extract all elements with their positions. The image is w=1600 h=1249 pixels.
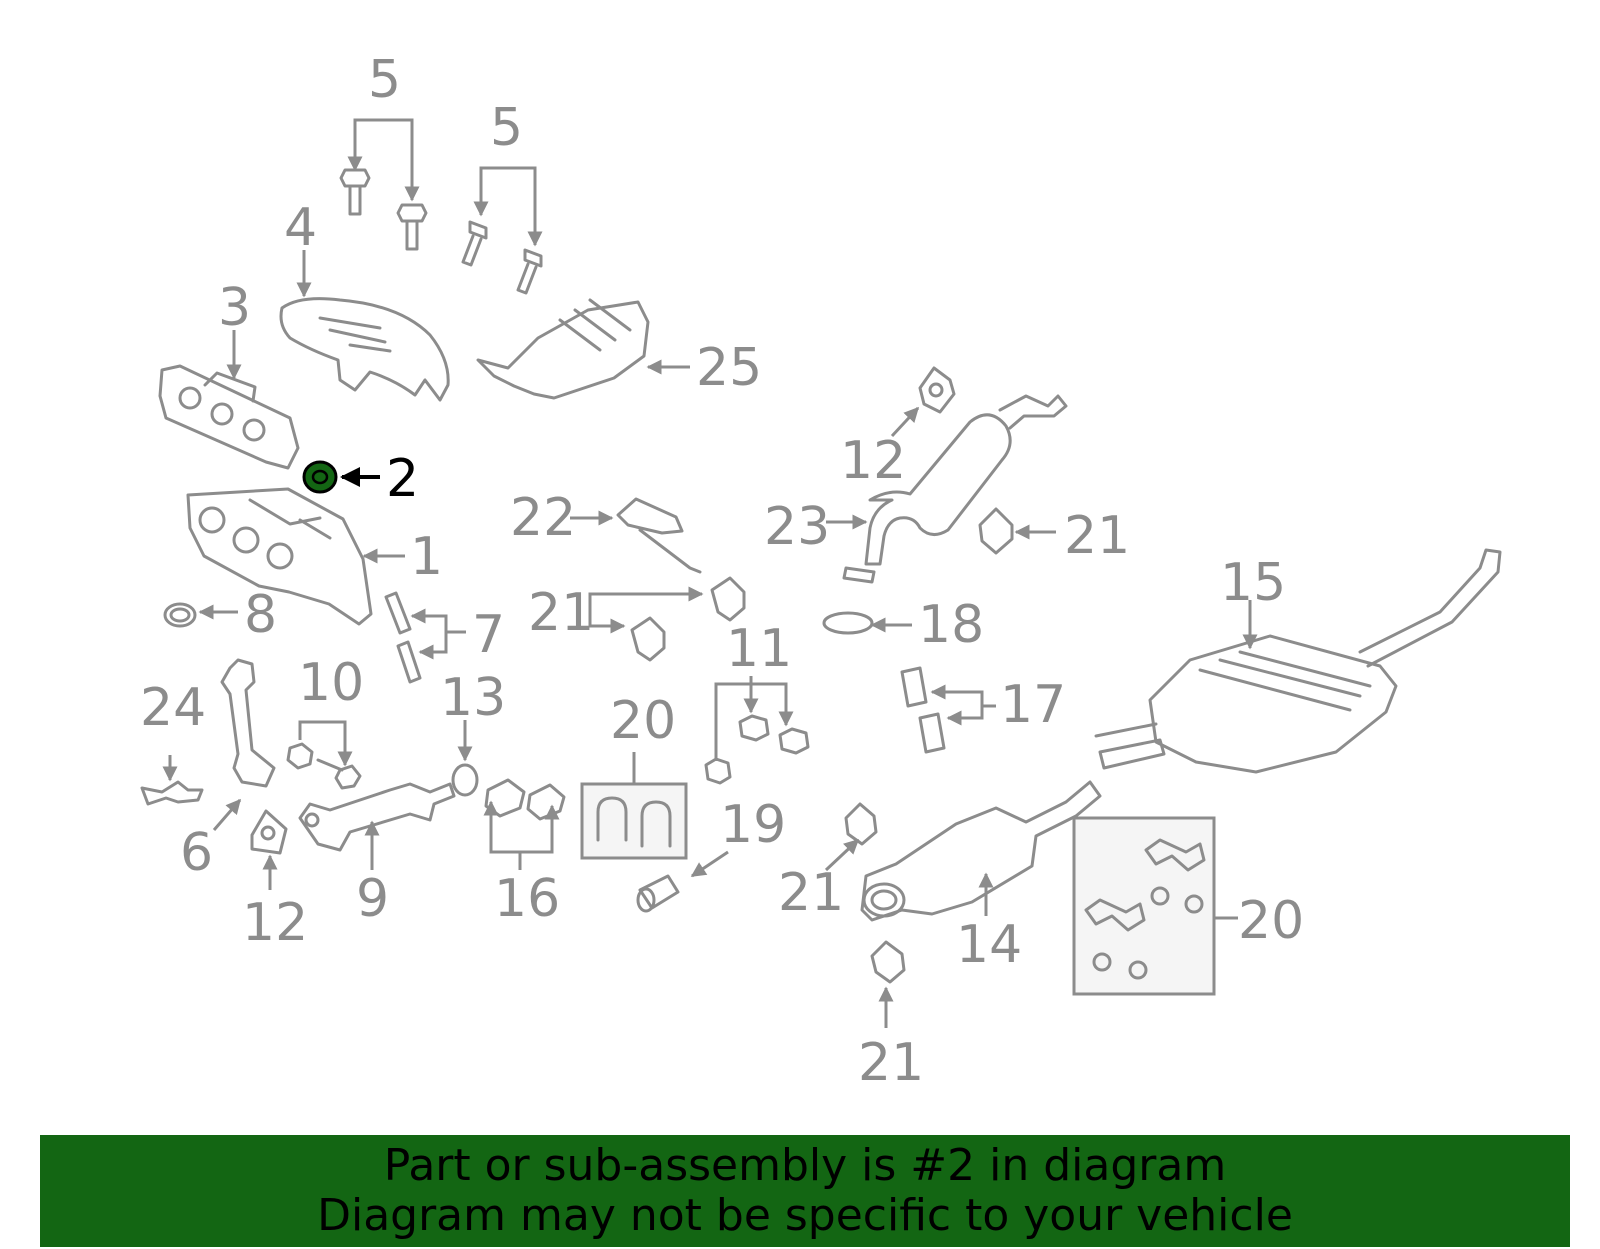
callout-9: 9: [356, 869, 389, 929]
part-7-studs: [384, 591, 466, 684]
callout-19: 19: [720, 795, 786, 855]
part-18-ring: [822, 611, 912, 635]
part-14-converter: [860, 780, 1102, 922]
part-23-pipe: [826, 394, 1068, 584]
callout-14: 14: [956, 915, 1022, 975]
callout-21a: 21: [528, 583, 594, 643]
banner-line-2: Diagram may not be specific to your vehi…: [317, 1190, 1293, 1241]
callout-1: 1: [410, 527, 443, 587]
callout-12b: 12: [840, 431, 906, 491]
callout-8: 8: [244, 585, 277, 645]
callout-18: 18: [918, 595, 984, 655]
callout-12a: 12: [242, 893, 308, 953]
callout-3: 3: [218, 278, 251, 338]
callout-23: 23: [764, 497, 830, 557]
part-17-sleeves: [900, 666, 996, 754]
callout-16: 16: [494, 869, 560, 929]
callout-6: 6: [180, 823, 213, 883]
part-22-bracket: [570, 497, 702, 574]
callout-4: 4: [284, 198, 317, 258]
part-2-highlighted[interactable]: [302, 460, 380, 494]
callout-10: 10: [298, 653, 364, 713]
callout-15: 15: [1220, 553, 1286, 613]
callout-5a: 5: [368, 50, 401, 110]
part-21-hanger-right: [978, 507, 1056, 555]
callout-17: 17: [1000, 675, 1066, 735]
part-25-heat-shield: [476, 298, 690, 400]
part-12-gasket-right: [890, 366, 956, 438]
part-19-sleeve: [636, 850, 729, 913]
part-24-bracket: [140, 755, 204, 806]
callout-13: 13: [440, 668, 506, 728]
callout-24: 24: [140, 678, 206, 738]
part-3-gasket: [158, 330, 300, 470]
callout-2[interactable]: 2: [386, 449, 419, 509]
part-5-bolts-right: [461, 166, 543, 295]
part-21-hanger-bottom: [870, 940, 906, 1028]
callout-5b: 5: [490, 98, 523, 158]
part-21-hanger-lower: [824, 802, 878, 872]
part-20-ubolts-box: [580, 752, 688, 860]
info-banner: Part or sub-assembly is #2 in diagram Di…: [40, 1135, 1570, 1247]
part-8-ring: [163, 602, 238, 628]
callout-20a: 20: [610, 691, 676, 751]
part-1-exhaust-manifold: [186, 487, 405, 626]
part-4-heat-shield: [279, 250, 450, 402]
part-10-bolts: [286, 720, 362, 790]
part-12-gasket-left: [250, 809, 288, 890]
part-20-hardware-box: [1072, 816, 1238, 996]
callout-22: 22: [510, 488, 576, 548]
callout-11: 11: [726, 619, 792, 679]
part-9-pipe: [298, 782, 456, 870]
callout-25: 25: [696, 338, 762, 398]
callout-7: 7: [472, 605, 505, 665]
part-13-ring: [451, 720, 479, 797]
part-15-muffler: [1094, 548, 1502, 774]
callout-20b: 20: [1238, 891, 1304, 951]
banner-line-1: Part or sub-assembly is #2 in diagram: [383, 1140, 1227, 1191]
part-16-sleeves: [483, 778, 566, 870]
callout-21d: 21: [858, 1033, 924, 1093]
part-21-hangers-center: [588, 576, 746, 662]
part-5-bolts-left: [339, 118, 428, 251]
part-11-nuts: [704, 676, 810, 785]
part-6-pipe: [212, 658, 276, 831]
callout-21b: 21: [1064, 506, 1130, 566]
callout-21c: 21: [778, 863, 844, 923]
